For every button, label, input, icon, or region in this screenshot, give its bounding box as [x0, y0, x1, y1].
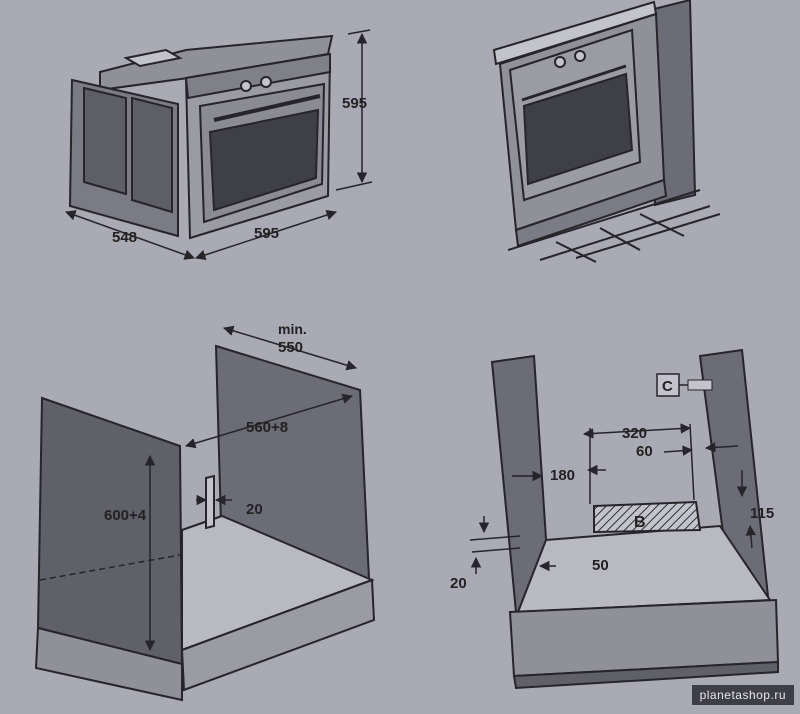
- base-cabinet-drawing: [490, 348, 780, 690]
- oven-drawing: [68, 34, 334, 240]
- base-dim-60: 60: [636, 443, 653, 460]
- tall-cabinet-dimension-lines: [39, 325, 358, 652]
- base-dim-50: 50: [592, 557, 609, 574]
- electric-socket-icon: [687, 379, 713, 391]
- oven-width-label: 595: [254, 225, 279, 242]
- tall-cabinet-drawing: [34, 344, 376, 702]
- base-dim-320: 320: [622, 425, 647, 442]
- base-cabinet-dimension-lines: [469, 423, 757, 574]
- tall-depth-label-line2: 550: [278, 339, 303, 356]
- watermark: planetashop.ru: [691, 685, 794, 705]
- tall-depth-label-line1: min.: [278, 321, 307, 337]
- base-dim-20: 20: [450, 575, 467, 592]
- tall-gap-label: 20: [246, 501, 263, 518]
- base-dim-180: 180: [550, 467, 575, 484]
- tall-height-label: 600+4: [104, 507, 147, 524]
- oven-height-label: 595: [342, 95, 367, 112]
- oven-depth-label: 548: [112, 229, 137, 246]
- built-in-scene: [492, 0, 721, 263]
- base-dim-115: 115: [750, 505, 774, 522]
- tall-width-label: 560+8: [246, 419, 288, 436]
- marker-b-label: B: [634, 514, 646, 531]
- oven-dimension-lines: [65, 29, 373, 261]
- marker-c-label: C: [662, 378, 673, 395]
